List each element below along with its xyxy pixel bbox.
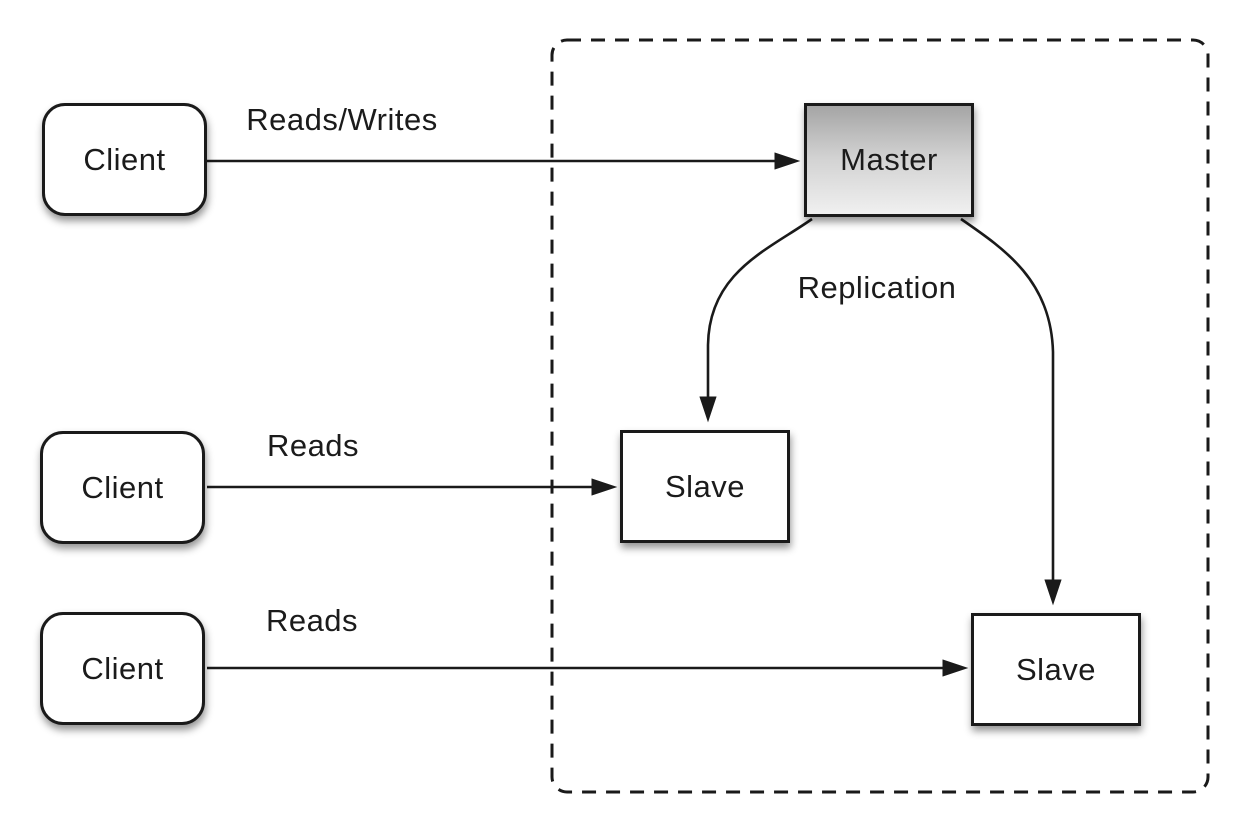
node-label: Client <box>81 650 164 686</box>
edge-label-replication: Replication <box>797 270 957 305</box>
node-label: Master <box>840 142 938 177</box>
node-slave-2: Slave <box>971 613 1141 726</box>
arrow-replication-to-slave-2 <box>960 217 1062 606</box>
edge-label-reads-middle: Reads <box>266 428 360 463</box>
node-label: Slave <box>1015 651 1097 687</box>
node-client-middle: Client <box>40 431 205 544</box>
node-client-bottom: Client <box>40 612 205 725</box>
edge-label-reads-writes: Reads/Writes <box>246 102 438 137</box>
edge-label-reads-bottom: Reads <box>265 603 359 638</box>
node-master: Master <box>804 103 974 217</box>
node-slave-1: Slave <box>620 430 790 543</box>
replication-cluster-boundary <box>550 38 1210 794</box>
node-label: Client <box>81 469 164 505</box>
arrow-replication-to-slave-1 <box>699 217 813 423</box>
node-label: Slave <box>664 468 746 504</box>
node-label: Client <box>83 141 166 177</box>
node-client-top: Client <box>42 103 207 216</box>
